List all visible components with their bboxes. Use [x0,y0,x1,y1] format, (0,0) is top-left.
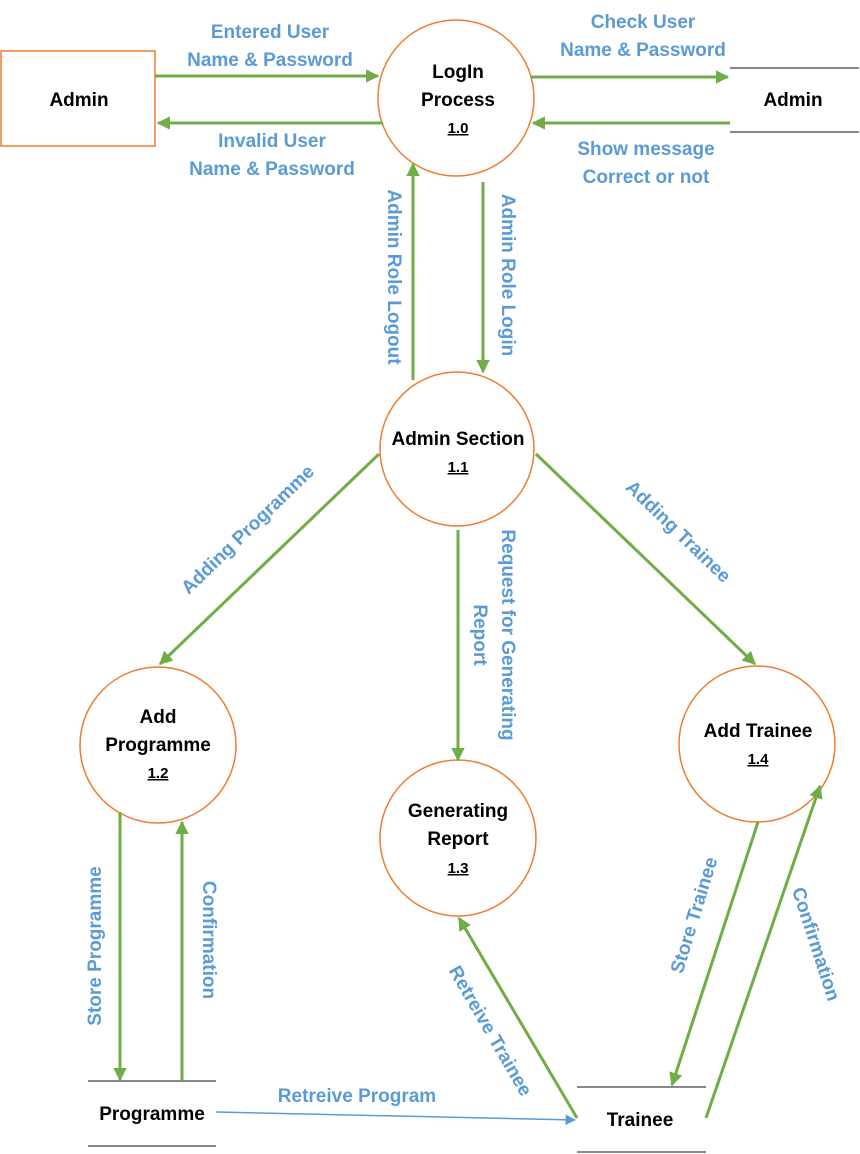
login-process-line1: LogIn [432,62,484,83]
admin-section-process: Admin Section 1.1 [379,371,535,527]
trainee-data-store: Trainee [577,1086,706,1153]
admin-store-label: Admin [763,90,822,111]
add-programme-number: 1.2 [148,765,169,782]
programme-store-label: Programme [99,1104,205,1125]
add-programme-line1: Add [140,707,177,728]
request-report-label-line2: Report [469,604,490,666]
invalid-user-label-line1: Invalid User [218,131,326,152]
generating-report-line1: Generating [408,801,508,822]
trainee-store-label: Trainee [607,1110,674,1131]
invalid-user-label-line2: Name & Password [189,159,355,180]
admin-external-entity: Admin [0,50,156,147]
add-programme-line2: Programme [105,735,211,756]
flow-confirmation-trainee-arrow [704,784,823,1119]
retreive-trainee-label: Retreive Trainee [444,962,536,1100]
show-message-label-line2: Correct or not [583,167,710,188]
show-message-label-line1: Show message [577,139,714,160]
admin-role-logout-label: Admin Role Logout [383,189,404,365]
retreive-program-label: Retreive Program [278,1086,436,1107]
entered-user-label-line1: Entered User [211,22,330,43]
admin-section-line1: Admin Section [391,429,524,450]
confirmation-programme-label: Confirmation [198,881,219,999]
admin-entity-label: Admin [49,90,108,111]
add-programme-process: Add Programme 1.2 [79,666,237,824]
flow-retreive-trainee-arrow [457,916,579,1119]
programme-data-store: Programme [88,1080,216,1147]
confirmation-trainee-label: Confirmation [787,885,844,1004]
admin-role-login-label: Admin Role Login [497,194,518,357]
flow-adding-programme-arrow [158,452,381,666]
check-user-label-line2: Name & Password [560,40,726,61]
login-process-line2: Process [421,90,495,111]
login-process-number: 1.0 [448,120,469,137]
flow-adding-trainee-arrow [534,452,757,666]
request-report-label-line1: Request for Generating [497,529,518,740]
generating-report-number: 1.3 [448,860,469,877]
adding-trainee-label: Adding Trainee [621,477,734,587]
add-trainee-line1: Add Trainee [704,721,813,742]
flow-retreive-program-arrow [215,1111,577,1126]
admin-data-store: Admin [730,67,859,133]
check-user-label-line1: Check User [591,12,696,33]
generating-report-line2: Report [427,829,489,850]
admin-section-number: 1.1 [448,459,469,476]
store-programme-label: Store Programme [85,866,106,1025]
generating-report-process: Generating Report 1.3 [379,759,537,917]
add-trainee-number: 1.4 [748,751,770,768]
flow-store-trainee-arrow [669,821,760,1087]
add-trainee-process: Add Trainee 1.4 [678,665,836,823]
entered-user-label-line2: Name & Password [187,50,353,71]
login-process: LogIn Process 1.0 [377,19,535,177]
